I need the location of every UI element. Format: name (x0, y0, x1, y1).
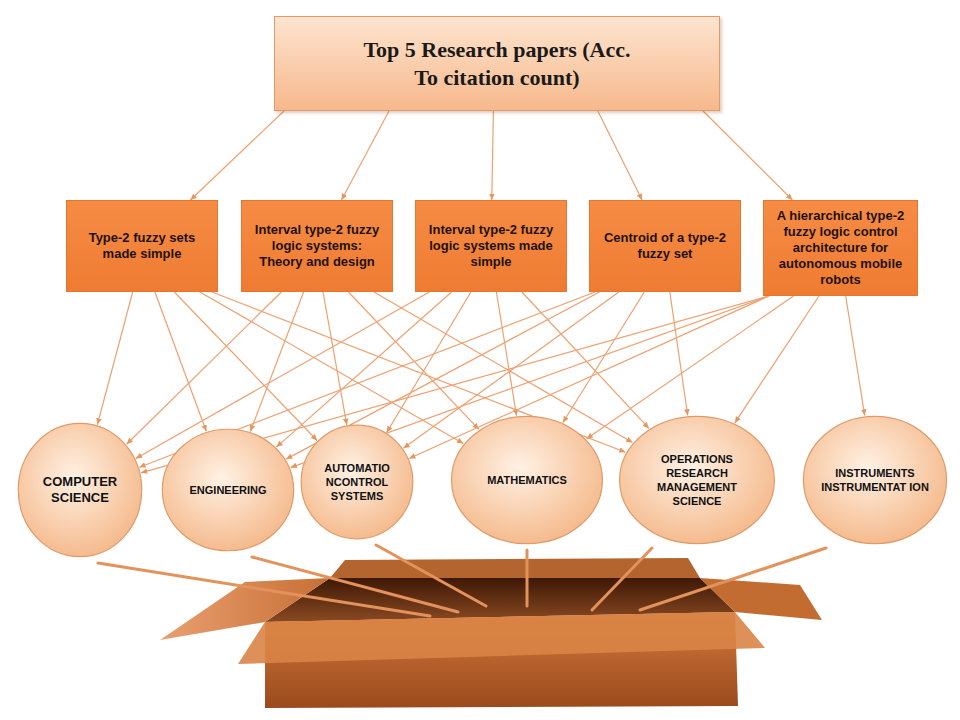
connector-line (155, 292, 206, 431)
paper-box: Interval type-2 fuzzy logic systems: The… (241, 200, 393, 292)
connector-line (190, 111, 284, 200)
connector-line (276, 292, 451, 447)
connector-line (374, 292, 633, 443)
text-wrap: AUTOMATIO NCONTROL SYSTEMS (315, 461, 399, 503)
text-wrap: COMPUTER SCIENCE (34, 474, 127, 506)
connector-line (200, 292, 464, 443)
connector-line (598, 111, 642, 200)
front-flap (238, 612, 765, 664)
back-flap (330, 558, 700, 578)
leader-line (592, 548, 652, 610)
connector-line (409, 296, 769, 459)
text-wrap: Type-2 fuzzy sets made simple (74, 230, 210, 262)
field-circle: ENGINEERING (161, 428, 295, 552)
text-wrap: MATHEMATICS (470, 473, 584, 487)
connector-line (846, 296, 865, 416)
connector-line (496, 292, 516, 416)
paper-box: Centroid of a type-2 fuzzy set (589, 200, 741, 292)
field-label: AUTOMATIO NCONTROL SYSTEMS (315, 461, 399, 503)
leader-line (526, 550, 529, 606)
field-label: INSTRUMENTS INSTRUMENTAT ION (821, 466, 929, 494)
paper-title: Type-2 fuzzy sets made simple (74, 230, 210, 262)
connector-line (492, 111, 494, 200)
connector-line (323, 292, 347, 425)
paper-title: Centroid of a type-2 fuzzy set (597, 230, 733, 262)
paper-box: A hierarchical type-2 fuzzy logic contro… (763, 200, 918, 296)
connector-line (286, 292, 599, 459)
title-box: Top 5 Research papers (Acc. To citation … (274, 16, 720, 111)
connector-line (703, 111, 792, 200)
text-wrap: Interval type-2 fuzzy logic systems: The… (249, 222, 385, 270)
text-wrap: Top 5 Research papers (Acc. To citation … (362, 36, 632, 92)
paper-title: Interval type-2 fuzzy logic systems made… (423, 222, 559, 270)
text-wrap: A hierarchical type-2 fuzzy logic contro… (771, 208, 910, 288)
paper-box: Type-2 fuzzy sets made simple (66, 200, 218, 292)
title-text: Top 5 Research papers (Acc. To citation … (362, 36, 632, 92)
circle-outline (450, 415, 604, 545)
field-circle: MATHEMATICS (450, 415, 604, 545)
connector-line (97, 292, 132, 425)
connector-line (174, 292, 317, 441)
circle-outline (161, 428, 295, 552)
connector-line (342, 111, 390, 200)
leader-line (640, 548, 826, 610)
connector-line (403, 292, 618, 448)
connector-line (387, 292, 471, 433)
field-circle: OPERATIONS RESEARCH MANAGEMENT SCIENCE (618, 415, 776, 545)
leader-lines (98, 545, 826, 616)
connector-line (139, 292, 595, 467)
field-label: ENGINEERING (179, 483, 278, 497)
circle-outline (300, 424, 414, 540)
field-circle: AUTOMATIO NCONTROL SYSTEMS (300, 424, 414, 540)
leader-line (252, 557, 458, 612)
field-circle: COMPUTER SCIENCE (17, 422, 143, 558)
field-label: COMPUTER SCIENCE (34, 474, 127, 506)
connector-line (250, 292, 303, 432)
circle-outline (17, 422, 143, 558)
leader-line (98, 563, 430, 616)
connector-line (212, 292, 626, 452)
connector-line (587, 296, 794, 439)
leader-line (376, 545, 486, 606)
field-label: MATHEMATICS (470, 473, 584, 487)
paper-title: Interval type-2 fuzzy logic systems: The… (249, 222, 385, 270)
connector-line (291, 296, 770, 468)
paper-box: Interval type-2 fuzzy logic systems made… (415, 200, 567, 292)
field-circle: INSTRUMENTS INSTRUMENTAT ION (802, 415, 948, 545)
text-wrap: INSTRUMENTS INSTRUMENTAT ION (821, 466, 929, 494)
text-wrap: OPERATIONS RESEARCH MANAGEMENT SCIENCE (639, 452, 756, 508)
text-wrap: Centroid of a type-2 fuzzy set (597, 230, 733, 262)
circle-outline (802, 415, 948, 545)
connector-line (735, 296, 819, 423)
connector-line (670, 292, 688, 416)
text-wrap: ENGINEERING (179, 483, 278, 497)
text-wrap: Interval type-2 fuzzy logic systems made… (423, 222, 559, 270)
connector-line (141, 296, 769, 473)
circle-outline (618, 415, 776, 545)
field-label: OPERATIONS RESEARCH MANAGEMENT SCIENCE (639, 452, 756, 508)
paper-title: A hierarchical type-2 fuzzy logic contro… (771, 208, 910, 288)
